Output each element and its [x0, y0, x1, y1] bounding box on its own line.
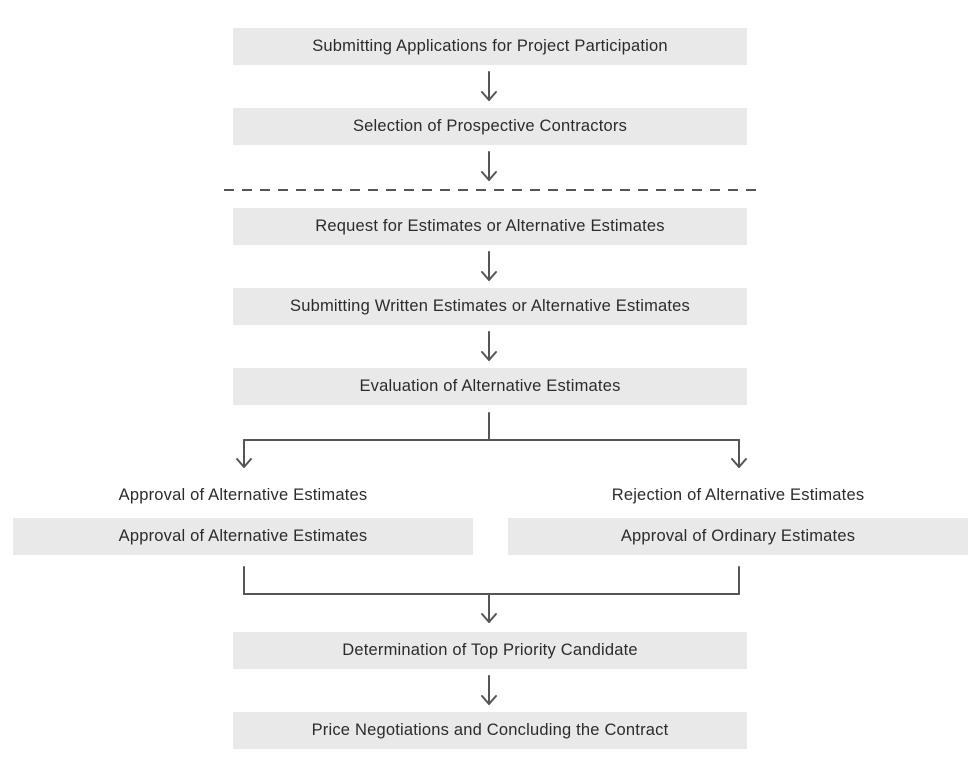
step-submitting-estimates: Submitting Written Estimates or Alternat…: [233, 288, 747, 325]
step-label: Request for Estimates or Alternative Est…: [315, 217, 665, 235]
step-label: Evaluation of Alternative Estimates: [359, 377, 621, 395]
step-label: Submitting Applications for Project Part…: [312, 37, 668, 55]
arrowhead-icon: [481, 91, 497, 101]
step-label: Approval of Alternative Estimates: [118, 527, 368, 545]
arrowhead-icon: [481, 271, 497, 281]
step-label: Price Negotiations and Concluding the Co…: [311, 721, 669, 739]
branch-right-heading: Rejection of Alternative Estimates: [611, 486, 865, 504]
step-label: Submitting Written Estimates or Alternat…: [289, 297, 691, 315]
step-label: Selection of Prospective Contractors: [352, 117, 628, 135]
step-label: Determination of Top Priority Candidate: [342, 641, 638, 659]
step-top-priority: Determination of Top Priority Candidate: [233, 632, 747, 669]
arrowhead-icon: [481, 171, 497, 181]
branch-left-box: Approval of Alternative Estimates: [13, 518, 473, 555]
arrowhead-icon: [481, 613, 497, 623]
arrowhead-icon: [236, 458, 252, 468]
step-label: Approval of Ordinary Estimates: [620, 527, 856, 545]
branch-right-box: Approval of Ordinary Estimates: [508, 518, 968, 555]
step-price-negotiations: Price Negotiations and Concluding the Co…: [233, 712, 747, 749]
step-submitting-applications: Submitting Applications for Project Part…: [233, 28, 747, 65]
step-selection-contractors: Selection of Prospective Contractors: [233, 108, 747, 145]
step-evaluation: Evaluation of Alternative Estimates: [233, 368, 747, 405]
branch-left-heading: Approval of Alternative Estimates: [118, 486, 368, 504]
step-request-estimates: Request for Estimates or Alternative Est…: [233, 208, 747, 245]
arrowhead-icon: [731, 458, 747, 468]
arrowhead-icon: [481, 695, 497, 705]
arrowhead-icon: [481, 351, 497, 361]
